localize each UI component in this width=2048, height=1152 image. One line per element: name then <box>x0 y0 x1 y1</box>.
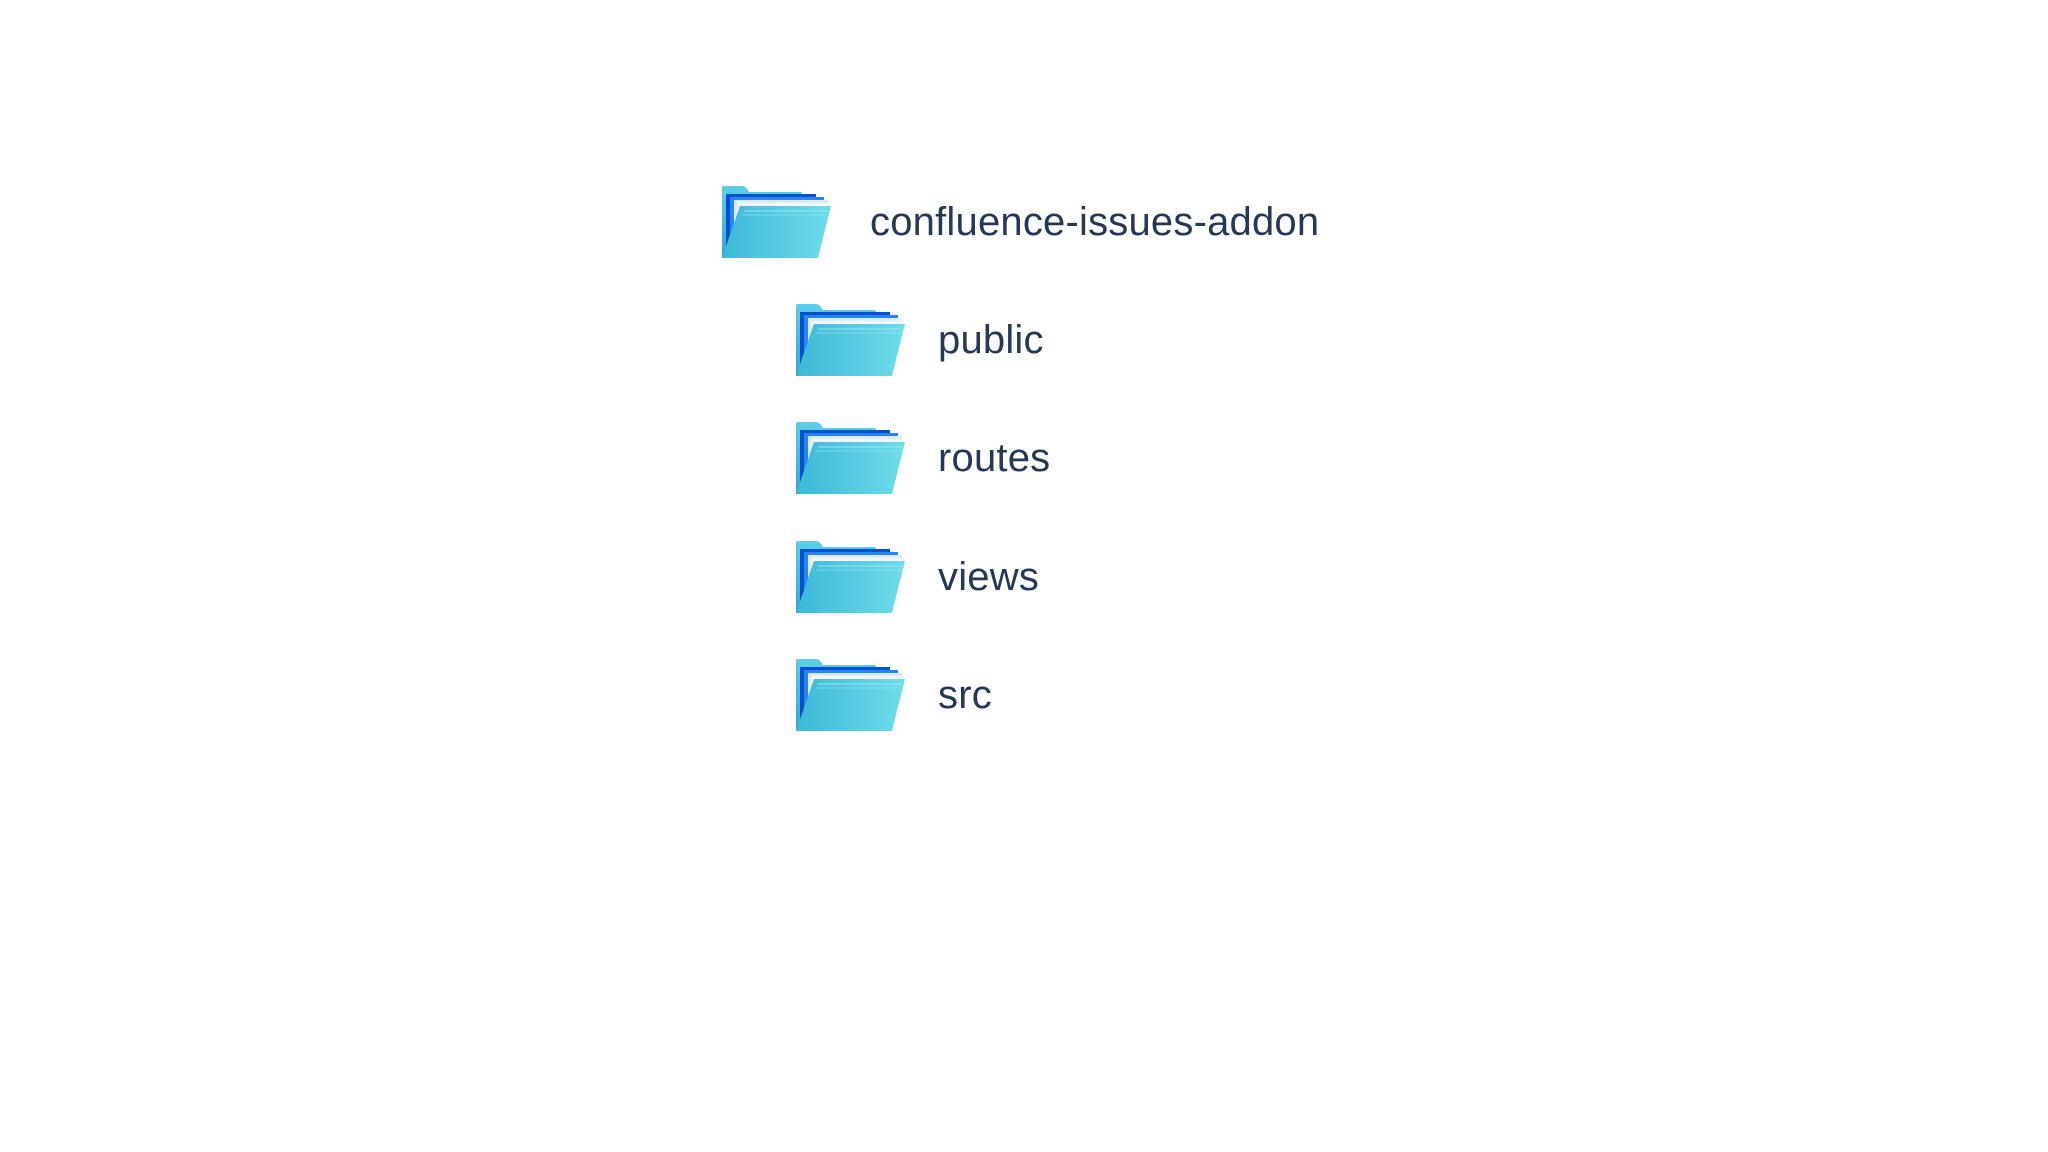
folder-public[interactable]: public <box>794 302 1194 378</box>
folder-src[interactable]: src <box>794 657 1194 733</box>
folder-views[interactable]: views <box>794 539 1194 615</box>
folder-open-icon <box>794 657 906 733</box>
folder-label-views: views <box>938 555 1040 599</box>
folder-label-root: confluence-issues-addon <box>870 200 1320 244</box>
folder-open-icon <box>720 184 832 260</box>
folder-root[interactable]: confluence-issues-addon <box>720 184 1420 260</box>
folder-label-src: src <box>938 673 992 717</box>
folder-open-icon <box>794 539 906 615</box>
folder-label-routes: routes <box>938 436 1051 480</box>
folder-label-public: public <box>938 318 1044 362</box>
folder-open-icon <box>794 302 906 378</box>
folder-routes[interactable]: routes <box>794 420 1194 496</box>
folder-open-icon <box>794 420 906 496</box>
